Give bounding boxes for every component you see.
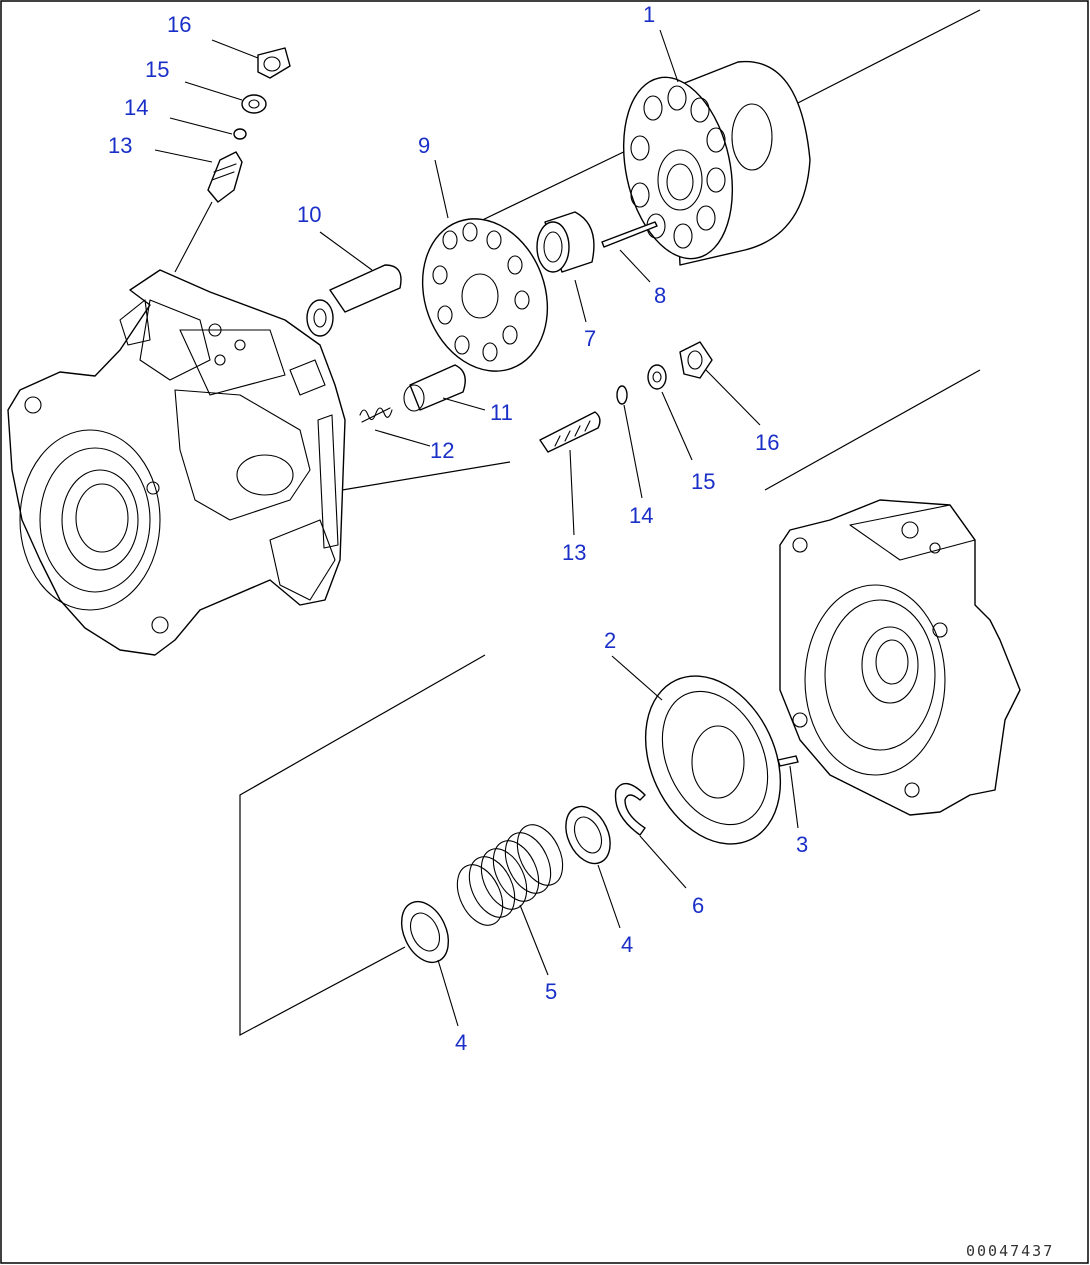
callout-2: 2 [604,628,616,653]
callout-4-upper: 4 [621,932,633,957]
callout-8: 8 [654,283,666,308]
callout-labels: 1 2 3 4 4 5 6 7 8 9 10 11 12 13 13 14 14… [108,2,808,1055]
part-7-bearing [536,211,595,273]
callout-13-lower: 13 [562,540,586,565]
drawing-code: 00047437 [966,1242,1054,1260]
part-14-o-ring-lower [616,385,628,405]
part-12-spring [359,407,393,423]
callout-11: 11 [490,400,513,425]
callout-7: 7 [584,326,596,351]
callout-15-lower: 15 [691,469,715,494]
leader-lines [154,29,799,1027]
part-11-sleeve [403,364,466,412]
pump-case [7,269,346,656]
part-16-cap-lower [679,341,713,379]
part-13-valve-lower [539,411,601,453]
part-14-o-ring-upper [233,128,247,140]
part-3-pin [777,755,799,767]
part-15-washer-lower [647,364,667,390]
callout-16-upper: 16 [167,12,191,37]
part-6-snap-ring [614,782,646,836]
callout-13-upper: 13 [108,133,132,158]
part-8-pin [601,221,658,248]
callout-12: 12 [430,438,454,463]
callout-10: 10 [297,202,321,227]
part-4-washer-lower [400,900,450,964]
part-13-valve-upper [207,151,243,203]
callout-14-upper: 14 [124,95,148,120]
callout-15-upper: 15 [145,57,169,82]
part-5-spring [456,824,564,926]
part-9-valve-plate [421,218,549,372]
callout-14-lower: 14 [629,503,653,528]
part-15-washer-upper [241,94,267,114]
callout-4-lower: 4 [455,1030,467,1055]
callout-6: 6 [692,893,704,918]
part-1-cylinder-block [622,60,811,266]
end-cover [779,499,1021,816]
callout-9: 9 [418,133,430,158]
part-16-cap-upper [257,47,291,79]
part-10-spool [306,264,402,337]
part-4-washer-upper [565,805,611,865]
callout-1: 1 [643,2,655,27]
part-2-plate [644,675,782,845]
callout-5: 5 [545,979,557,1004]
callout-3: 3 [796,832,808,857]
callout-16-lower: 16 [755,430,779,455]
